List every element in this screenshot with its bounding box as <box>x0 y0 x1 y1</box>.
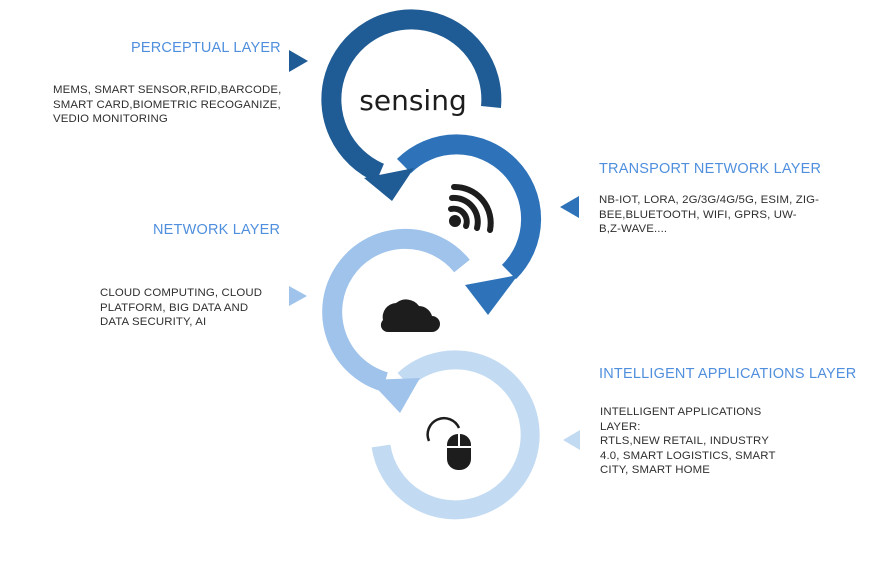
ring-4-arc <box>371 350 540 520</box>
intelligent-applications-layer-description: INTELLIGENT APPLICATIONS LAYER: RTLS,NEW… <box>600 405 776 478</box>
description-line: SMART CARD,BIOMETRIC RECOGANIZE, <box>53 98 281 111</box>
ring-1-arrowhead <box>364 168 414 201</box>
description-line: NB-IOT, LORA, 2G/3G/4G/5G, ESIM, ZIG- <box>599 194 820 206</box>
network-layer-title: NETWORK LAYER <box>153 222 281 238</box>
description-line: CLOUD COMPUTING, CLOUD <box>100 287 263 299</box>
description-line: VEDIO MONITORING <box>53 113 168 126</box>
description-line: PLATFORM, BIG DATA AND <box>100 301 249 314</box>
ring-1-arc <box>321 9 502 183</box>
pointer-network <box>289 286 307 306</box>
transport-network-layer-description: NB-IOT, LORA, 2G/3G/4G/5G, ESIM, ZIG- BE… <box>599 193 819 237</box>
mouse-click-icon <box>426 416 471 470</box>
description-line: INTELLIGENT APPLICATIONS <box>600 406 762 418</box>
description-line: DATA SECURITY, AI <box>100 316 207 329</box>
description-line: CITY, SMART HOME <box>600 464 710 477</box>
network-layer-description: CLOUD COMPUTING, CLOUD PLATFORM, BIG DAT… <box>100 286 262 330</box>
ring-intelligent-applications <box>371 350 540 520</box>
perceptual-layer-description: MEMS, SMART SENSOR,RFID,BARCODE, SMART C… <box>53 83 281 127</box>
pointer-intelligent <box>563 430 580 450</box>
ring-3-arc <box>322 228 470 392</box>
ring-2-arc <box>396 134 542 280</box>
description-line: MEMS, SMART SENSOR,RFID,BARCODE, <box>53 84 282 96</box>
sensing-wordmark: sensing <box>359 84 466 117</box>
description-line: LAYER: <box>600 420 641 433</box>
description-line: B,Z-WAVE.... <box>599 223 668 236</box>
transport-network-layer-title: TRANSPORT NETWORK LAYER <box>599 161 822 177</box>
pointer-transport <box>560 196 579 218</box>
ring-2-arrowhead <box>465 275 518 315</box>
ring-perceptual <box>321 9 502 201</box>
ring-3-arrowhead <box>369 378 420 413</box>
ring-network <box>322 228 470 413</box>
description-line: BEE,BLUETOOTH, WIFI, GPRS, UW- <box>599 208 797 221</box>
pointer-perceptual <box>289 50 308 72</box>
ring-transport-network <box>396 134 542 315</box>
intelligent-applications-layer-title: INTELLIGENT APPLICATIONS LAYER <box>599 366 857 382</box>
perceptual-layer-title: PERCEPTUAL LAYER <box>131 40 281 56</box>
description-line: RTLS,NEW RETAIL, INDUSTRY <box>600 435 769 448</box>
wireless-signal-icon <box>448 183 494 233</box>
cloud-icon <box>380 299 440 333</box>
description-line: 4.0, SMART LOGISTICS, SMART <box>600 449 776 462</box>
